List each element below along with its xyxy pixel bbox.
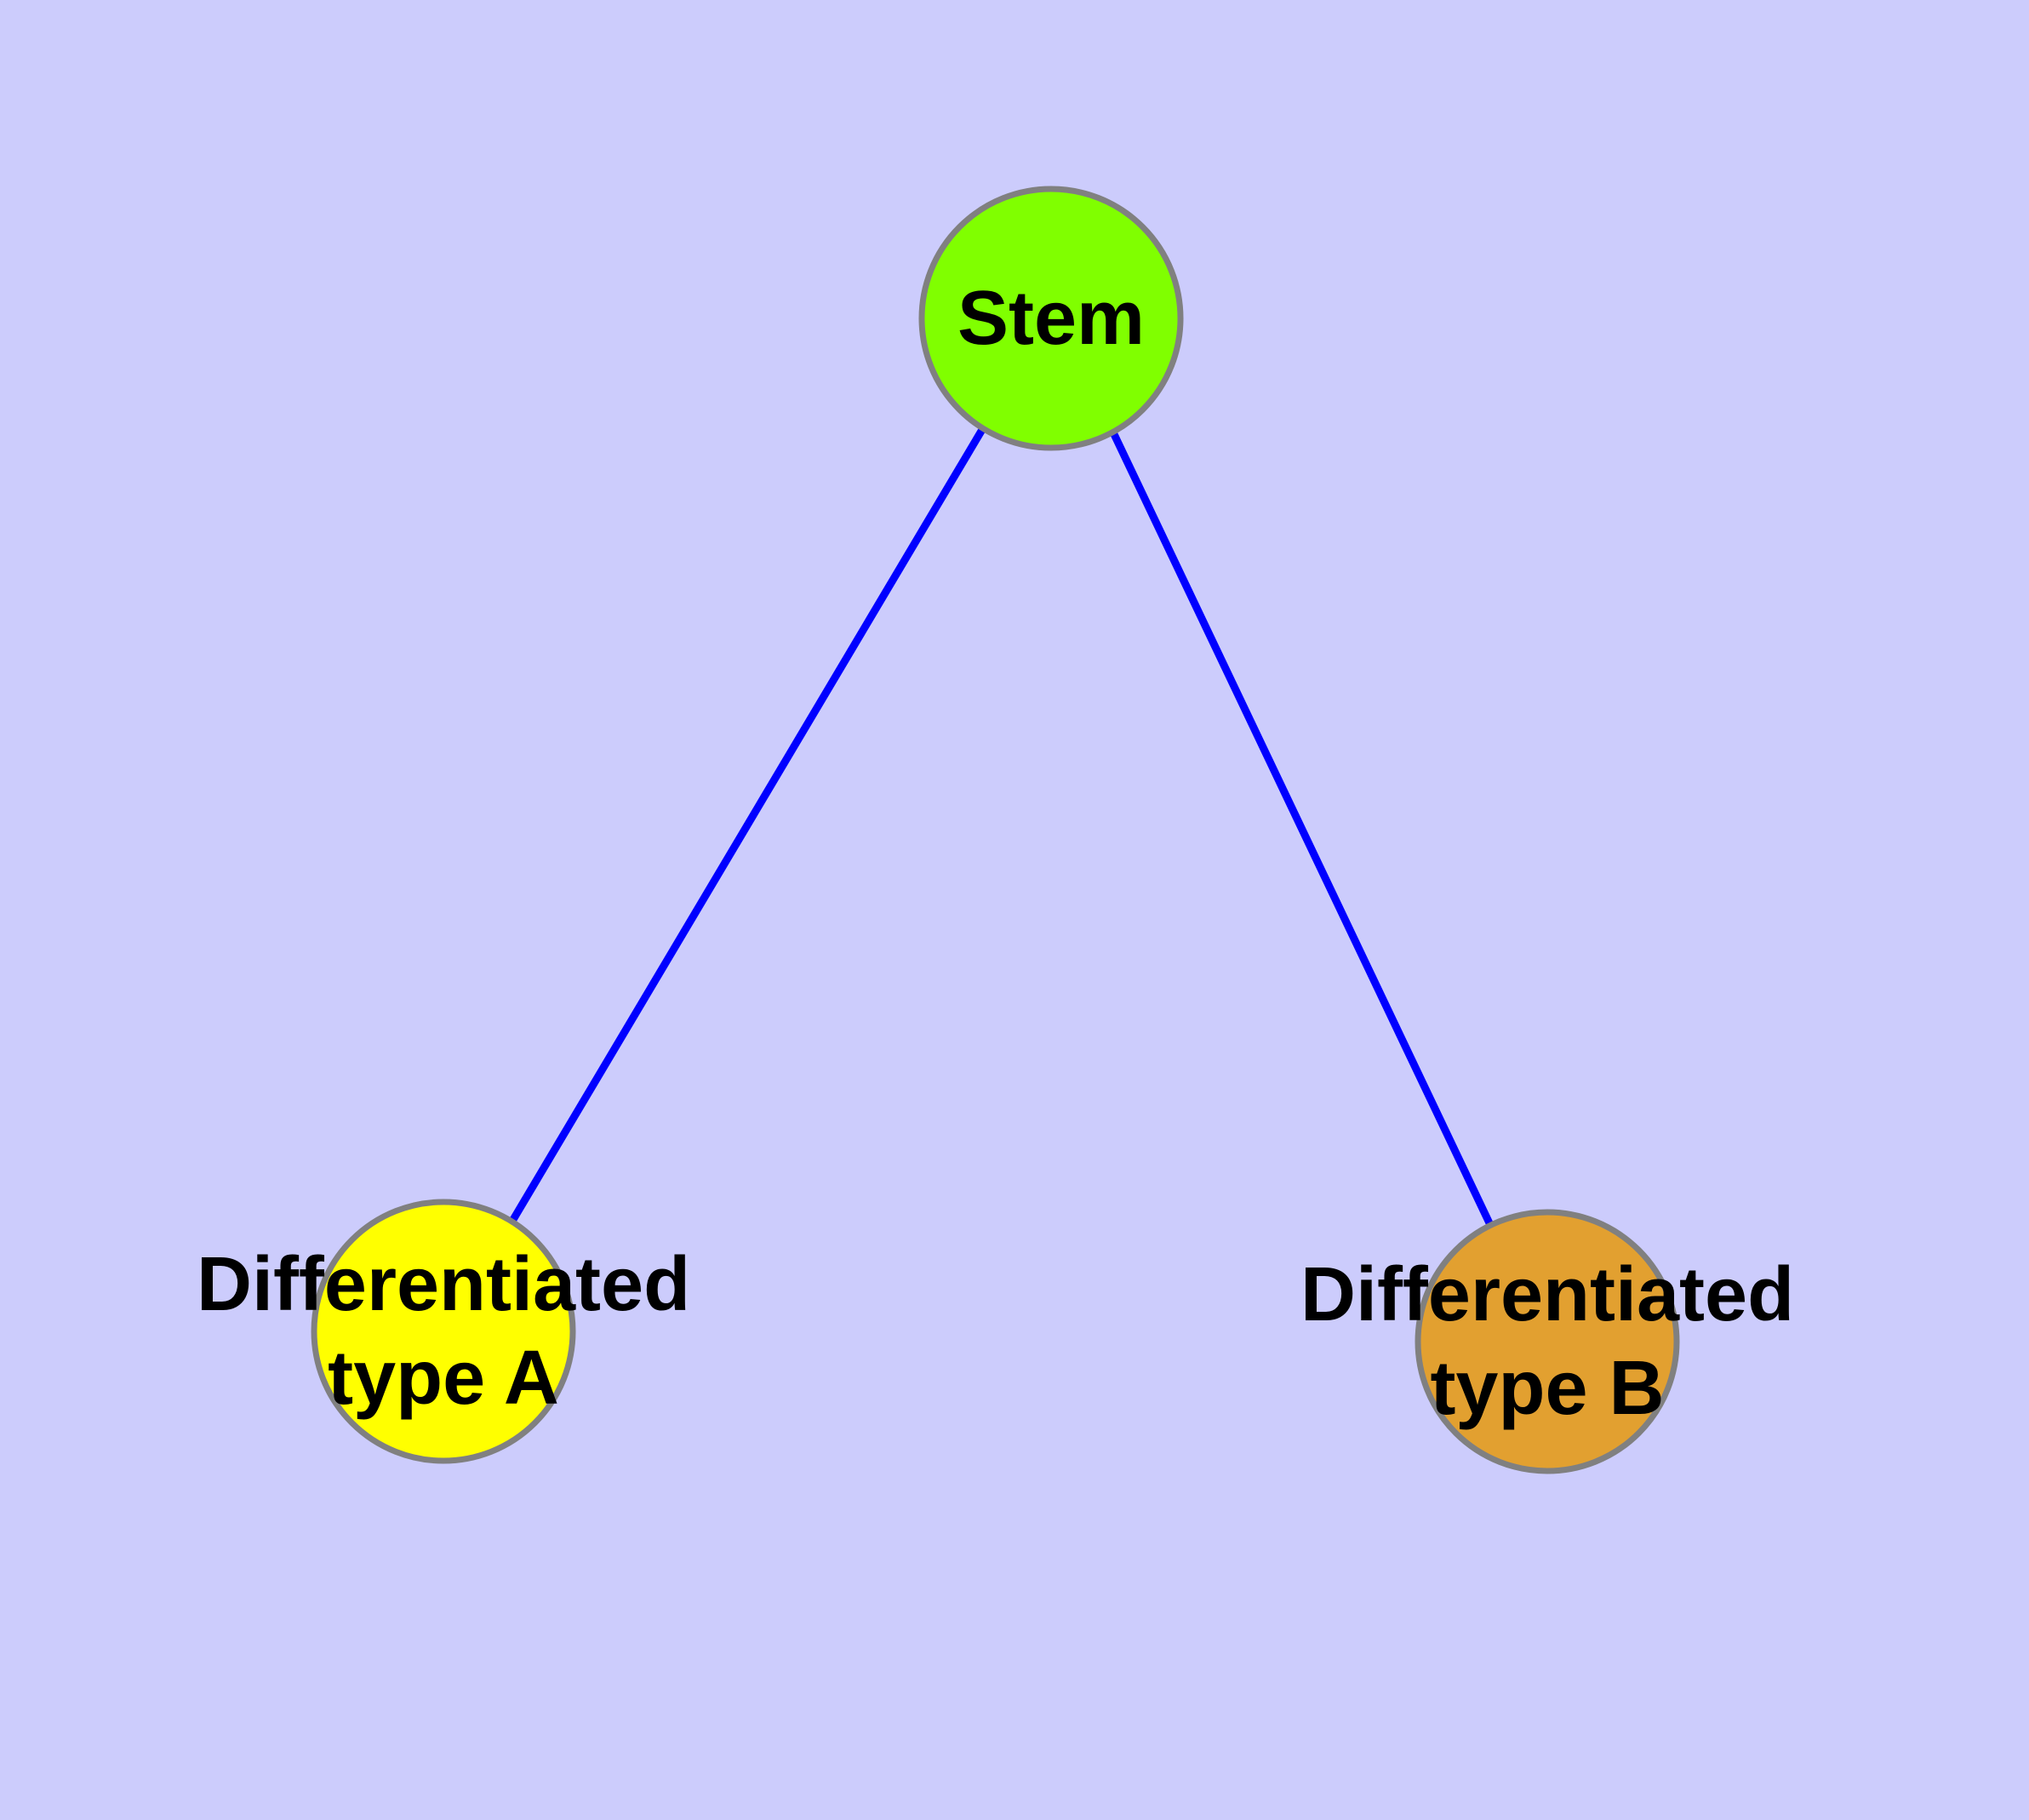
node-differentiated-type-b[interactable] [1415,1209,1680,1474]
edge-stem-to-diff-a [508,426,986,1225]
node-layer [311,186,1680,1474]
edge-stem-to-diff-b [1109,431,1495,1228]
node-differentiated-type-a[interactable] [311,1199,576,1464]
node-stem[interactable] [918,186,1184,451]
edge-layer [508,426,1495,1228]
